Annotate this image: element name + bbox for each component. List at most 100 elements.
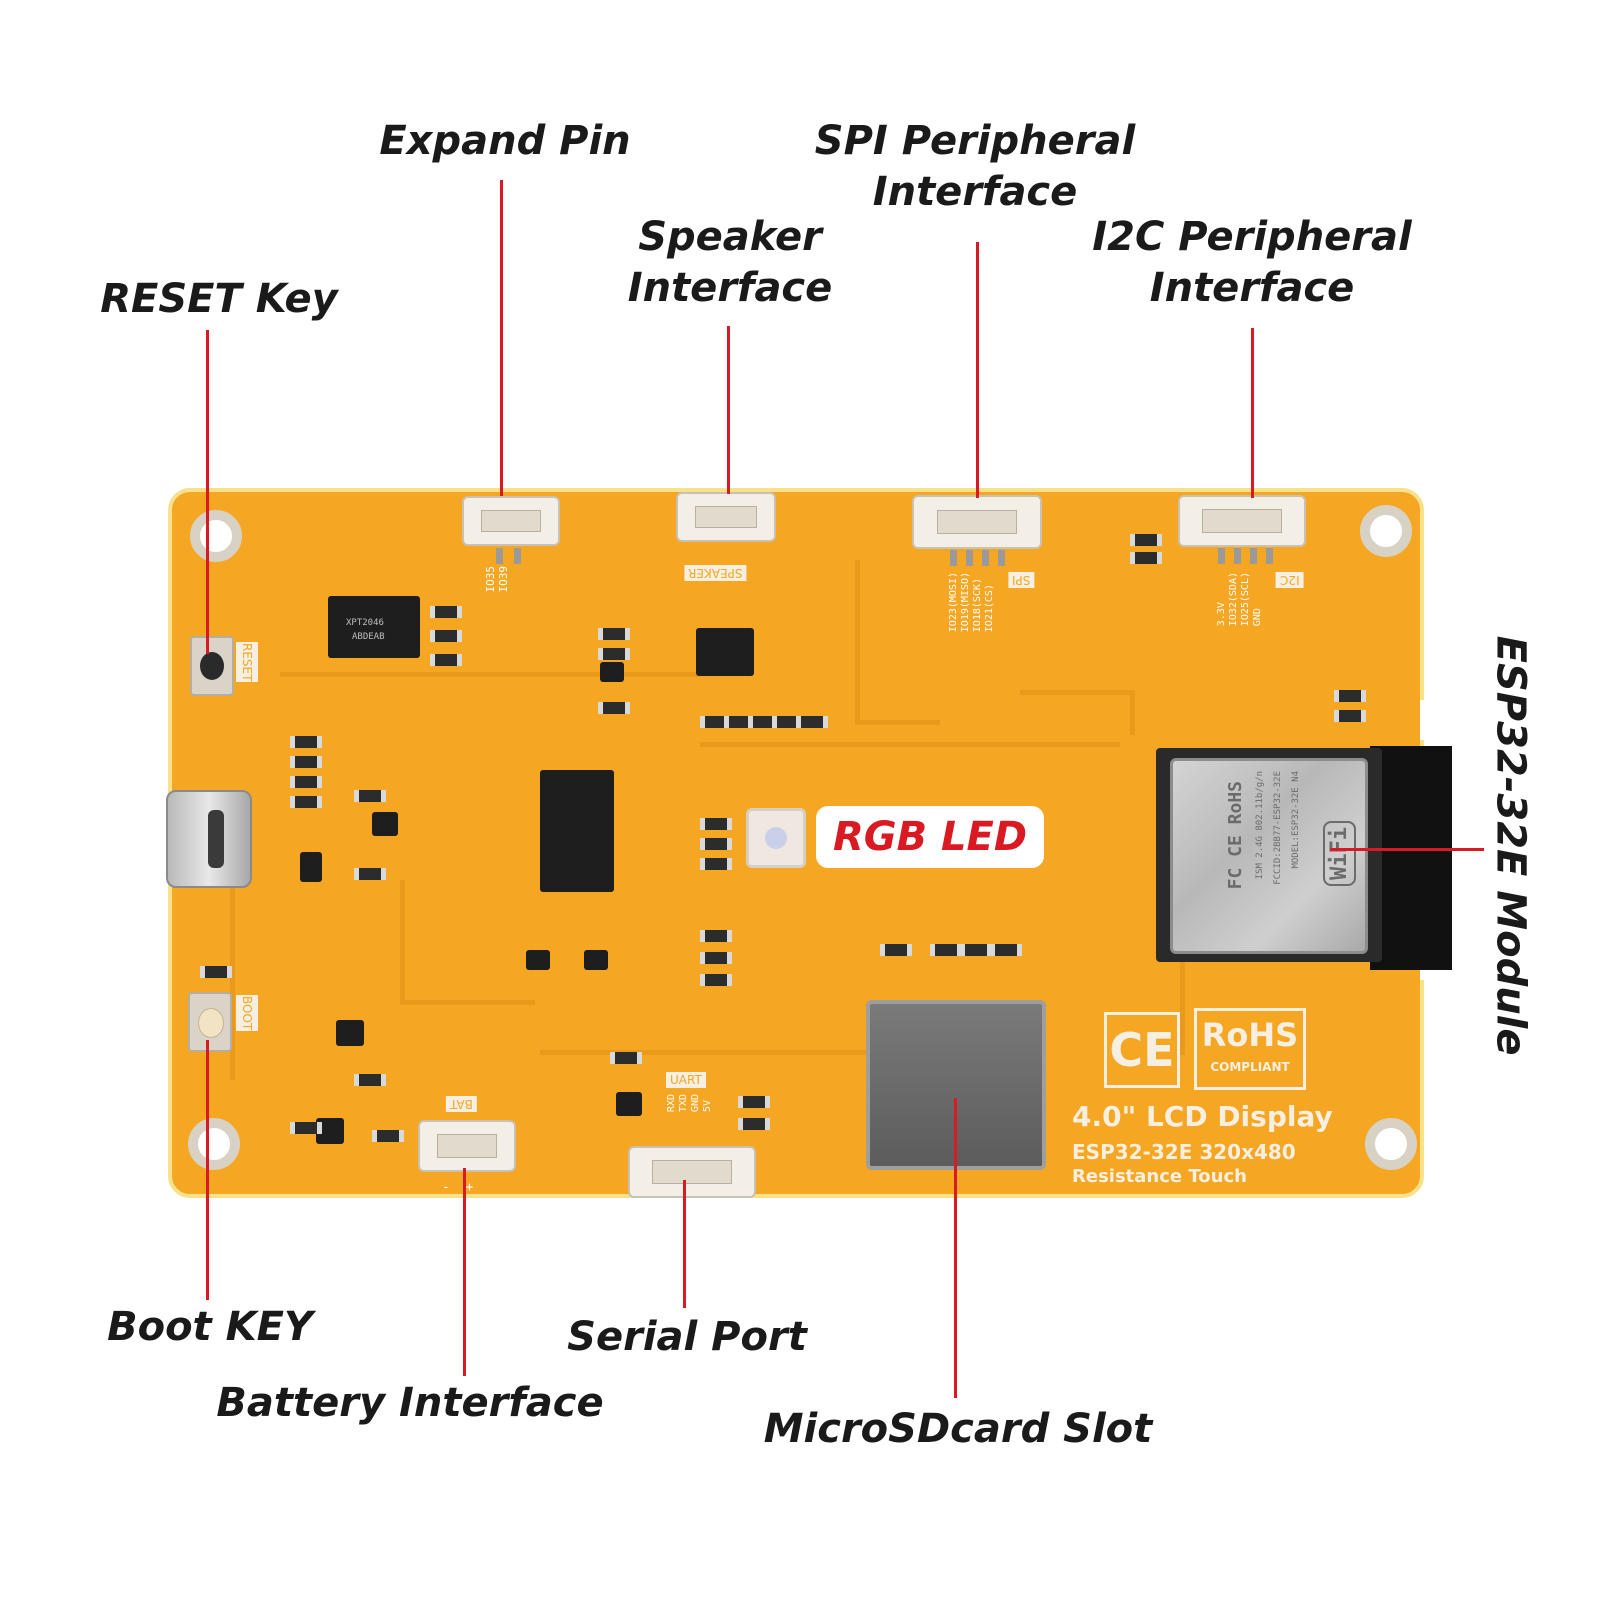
touch-chip-label: XPT2046 [346,618,384,628]
speaker-silkscreen: SPEAKER [684,565,747,581]
smd-component [738,1096,770,1108]
esp-wifi-logo: WiFi [1323,821,1356,886]
smd-component [1334,690,1366,702]
touch-chip-code: ABDEAB [352,632,385,642]
transistor [616,1092,642,1116]
rohs-mark: RoHS COMPLIANT [1194,1008,1306,1090]
smd-component [990,944,1022,956]
i2c-pin-silkscreen: 3.3V IO32(SDA) IO25(SCL) GND [1216,572,1263,627]
boot-label: Boot KEY [107,1304,313,1350]
esp-module-antenna [1370,746,1452,970]
battery-label: Battery Interface [216,1380,604,1426]
product-touch: Resistance Touch [1072,1166,1247,1187]
esp-marks-text: FC CE RoHS [1225,781,1246,890]
bat-silkscreen: BAT [446,1096,477,1112]
connector-pin [998,550,1005,566]
smd-component [700,858,732,870]
pcb-trace [400,880,535,1005]
connector-pin [966,550,973,566]
expand-pin-silkscreen: IO35 IO39 [484,566,510,593]
transistor [336,1020,364,1046]
mounting-hole [1365,1118,1417,1170]
board-edge-cutout-top [1420,700,1440,740]
esp-module-shield: MODEL:ESP32-32E N4 FCCID:2BB77-ESP32-32E… [1170,758,1368,954]
speaker-connector [676,492,776,542]
reset-silkscreen: RESET [236,642,258,683]
smd-component [930,944,962,956]
esp-module-callout-line [1330,848,1484,851]
pcb-trace [540,1050,920,1055]
rohs-text: RoHS [1201,1016,1299,1054]
smd-component [960,944,992,956]
reset-key [190,636,234,696]
pcb-trace [280,672,700,677]
smd-component [290,756,322,768]
spi-silkscreen: SPI [1008,572,1035,588]
product-title: 4.0" LCD Display [1072,1100,1333,1133]
rohs-compliant-text: COMPLIANT [1210,1060,1290,1074]
spi-pin-silkscreen: IO23(MOSI) IO19(MISO) IO18(SCK) IO21(CS) [948,572,995,633]
boot-callout-line [206,1040,209,1300]
esp-module-label: ESP32-32E Module [1487,635,1534,1056]
transistor [526,950,550,970]
smd-component [430,630,462,642]
audio-amp-chip [696,628,754,676]
smd-component [700,818,732,830]
touch-controller-chip: XPT2046 ABDEAB [328,596,420,658]
mounting-hole [188,1118,240,1170]
usb-c-opening [208,810,224,868]
battery-callout-line [463,1168,466,1376]
speaker-label: Speaker Interface [627,214,833,312]
smd-component [1334,710,1366,722]
smd-component [430,654,462,666]
smd-component [880,944,912,956]
smd-component [354,790,386,802]
speaker-callout-line [727,326,730,494]
pcb-trace [855,560,940,725]
boot-key-cap [198,1008,224,1038]
smd-component [354,1074,386,1086]
serial-label: Serial Port [567,1314,807,1360]
smd-component [1130,534,1162,546]
connector-pin [1234,548,1241,564]
smd-component [430,606,462,618]
pcb-trace [230,880,315,1080]
battery-connector [418,1120,516,1172]
microsd-callout-line [954,1098,957,1398]
expand-pin-callout-line [500,180,503,496]
smd-component [290,736,322,748]
transistor [372,812,398,836]
smd-component [700,974,732,986]
connector-pin [1250,548,1257,564]
uart-pin-silkscreen: RXD TXD GND 5V [666,1094,713,1113]
usb-serial-chip [540,770,614,892]
connector-pin [496,548,503,564]
smd-component [598,702,630,714]
pcb-trace [1020,690,1135,735]
smd-component [372,1130,404,1142]
boot-key [188,992,232,1052]
bat-polarity: - + [442,1180,474,1195]
regulator [300,852,322,882]
connector-pin [1218,548,1225,564]
connector-pin [514,548,521,564]
mounting-hole [190,510,242,562]
ce-mark: CE [1104,1012,1180,1088]
reset-callout-line [206,330,209,654]
rgb-led [746,808,806,868]
i2c-connector [1178,495,1306,547]
microsd-label: MicroSDcard Slot [763,1406,1153,1452]
smd-component [354,868,386,880]
spi-label: SPI Peripheral Interface [814,118,1136,216]
transistor [600,662,624,682]
mounting-hole [1360,505,1412,557]
rgb-led-die [765,827,787,849]
expand-pin-connector [462,496,560,546]
reset-key-cap [200,652,224,680]
i2c-label: I2C Peripheral Interface [1092,214,1412,312]
esp-band-text: ISM 2.4G 802.11b/g/n [1255,771,1265,880]
smd-component [200,966,232,978]
smd-component [700,930,732,942]
i2c-silkscreen: I2C [1276,572,1304,588]
connector-pin [1266,548,1273,564]
